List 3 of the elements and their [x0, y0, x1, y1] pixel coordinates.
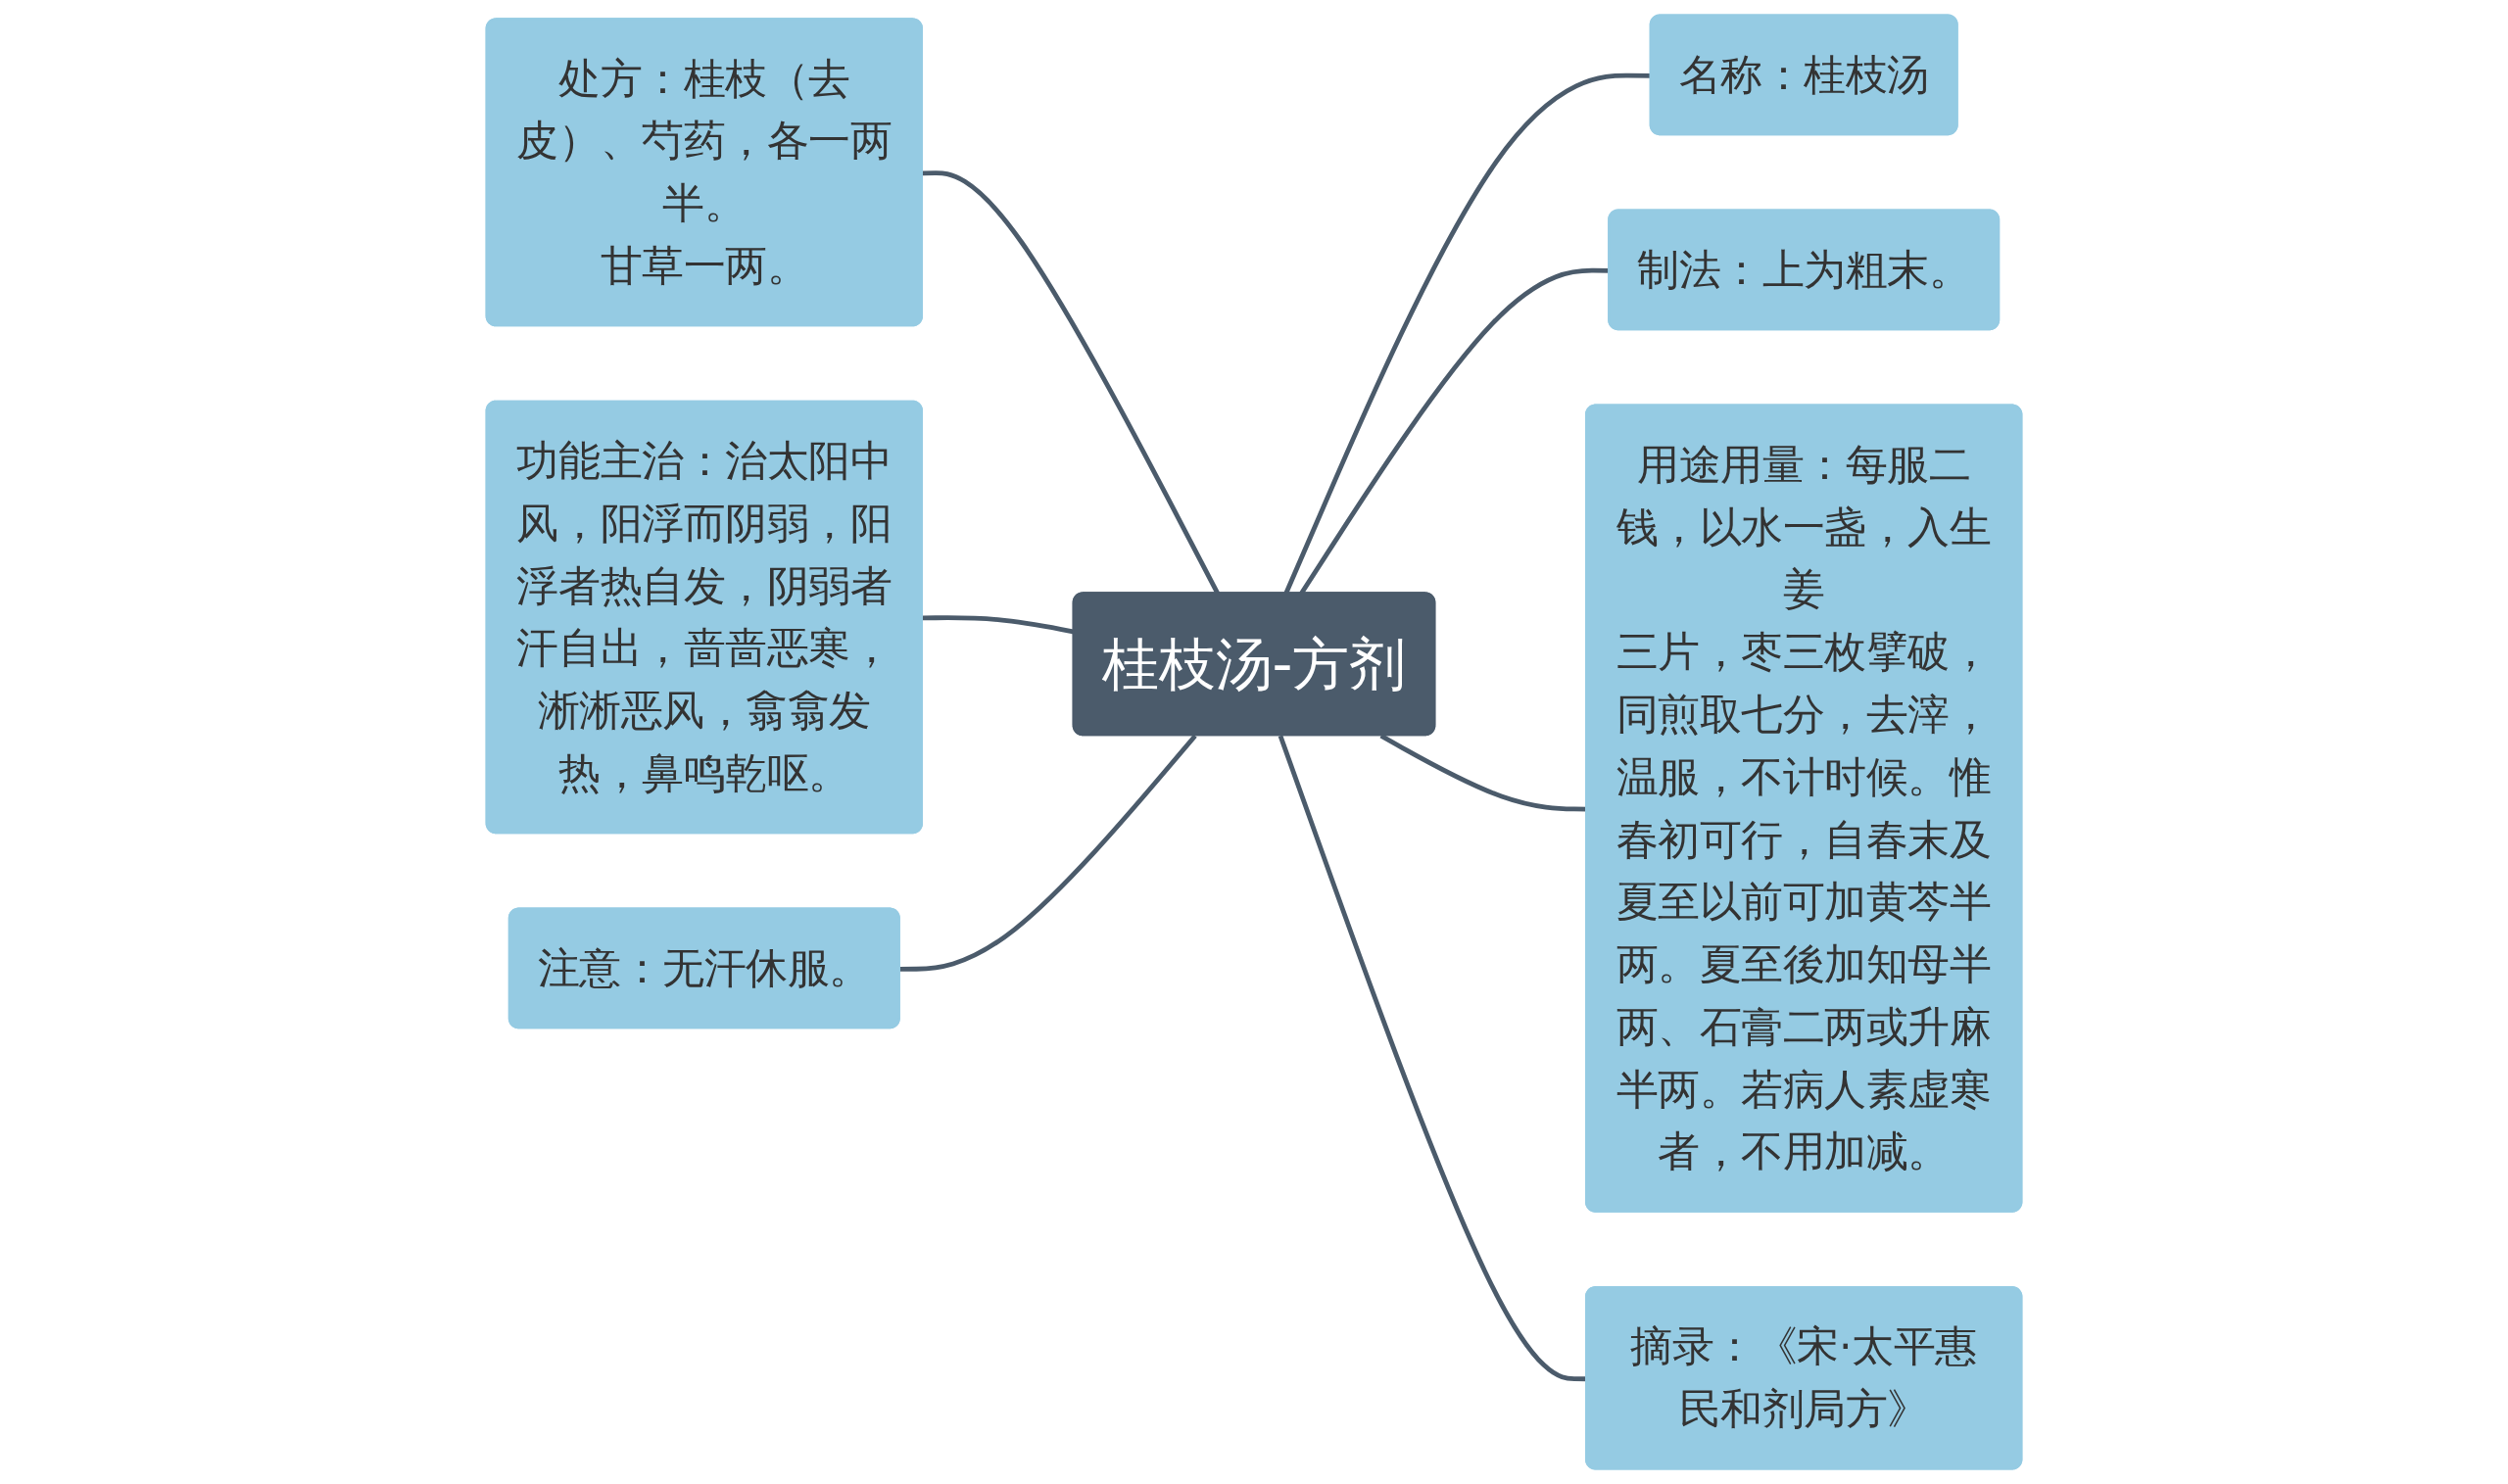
connector — [899, 734, 1197, 972]
connector — [1379, 734, 1587, 812]
connector — [1278, 735, 1587, 1382]
